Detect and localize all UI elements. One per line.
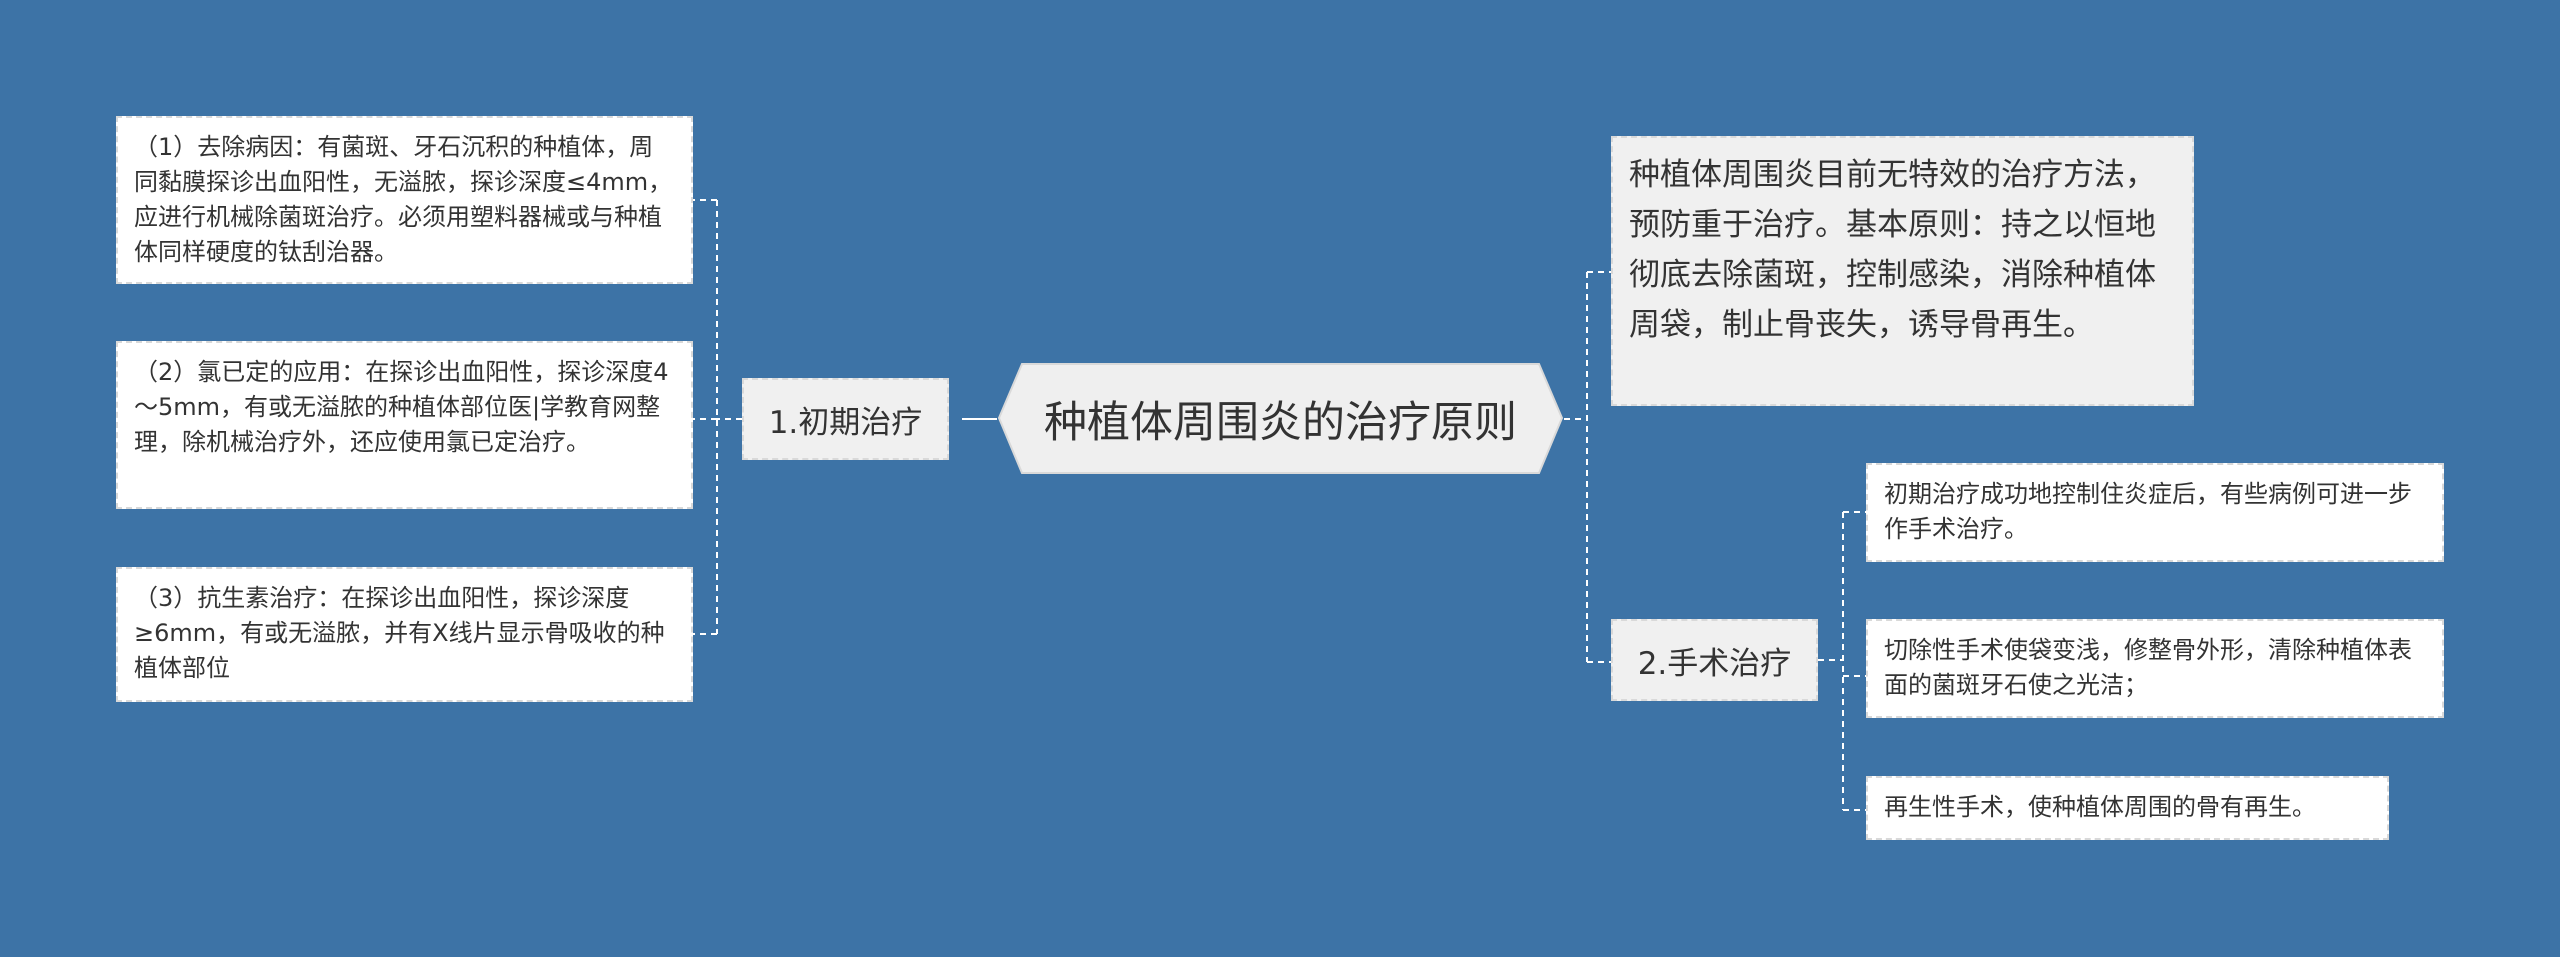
leaf-text: 切除性手术使袋变浅，修整骨外形，清除种植体表面的菌斑牙石使之光洁； bbox=[1884, 636, 2412, 699]
leaf-text: （3）抗生素治疗：在探诊出血阳性，探诊深度≥6mm，有或无溢脓，并有X线片显示骨… bbox=[134, 584, 665, 682]
branch-surgical-treatment-label: 2.手术治疗 bbox=[1637, 645, 1792, 682]
leaf-text: （2）氯已定的应用：在探诊出血阳性，探诊深度4～5mm，有或无溢脓的种植体部位医… bbox=[134, 358, 669, 456]
description-text: 种植体周围炎目前无特效的治疗方法，预防重于治疗。基本原则：持之以恒地彻底去除菌斑… bbox=[1629, 157, 2156, 343]
central-topic: 种植体周围炎的治疗原则 bbox=[997, 362, 1564, 475]
leaf-chlorhexidine: （2）氯已定的应用：在探诊出血阳性，探诊深度4～5mm，有或无溢脓的种植体部位医… bbox=[116, 341, 693, 509]
leaf-resective-surgery: 切除性手术使袋变浅，修整骨外形，清除种植体表面的菌斑牙石使之光洁； bbox=[1866, 619, 2444, 718]
leaf-regenerative-surgery: 再生性手术，使种植体周围的骨有再生。 bbox=[1866, 776, 2389, 840]
branch-initial-treatment-label: 1.初期治疗 bbox=[768, 404, 923, 441]
branch-surgical-treatment: 2.手术治疗 bbox=[1611, 619, 1818, 701]
leaf-text: 初期治疗成功地控制住炎症后，有些病例可进一步作手术治疗。 bbox=[1884, 480, 2412, 543]
leaf-text: （1）去除病因：有菌斑、牙石沉积的种植体，周同黏膜探诊出血阳性，无溢脓，探诊深度… bbox=[134, 133, 673, 266]
leaf-surgery-intro: 初期治疗成功地控制住炎症后，有些病例可进一步作手术治疗。 bbox=[1866, 463, 2444, 562]
leaf-text: 再生性手术，使种植体周围的骨有再生。 bbox=[1884, 793, 2316, 821]
leaf-antibiotics: （3）抗生素治疗：在探诊出血阳性，探诊深度≥6mm，有或无溢脓，并有X线片显示骨… bbox=[116, 567, 693, 702]
central-topic-shape bbox=[997, 363, 1564, 474]
description-box: 种植体周围炎目前无特效的治疗方法，预防重于治疗。基本原则：持之以恒地彻底去除菌斑… bbox=[1611, 136, 2194, 406]
branch-initial-treatment: 1.初期治疗 bbox=[742, 378, 949, 460]
central-topic-label: 种植体周围炎的治疗原则 bbox=[1044, 397, 1517, 448]
leaf-remove-cause: （1）去除病因：有菌斑、牙石沉积的种植体，周同黏膜探诊出血阳性，无溢脓，探诊深度… bbox=[116, 116, 693, 284]
